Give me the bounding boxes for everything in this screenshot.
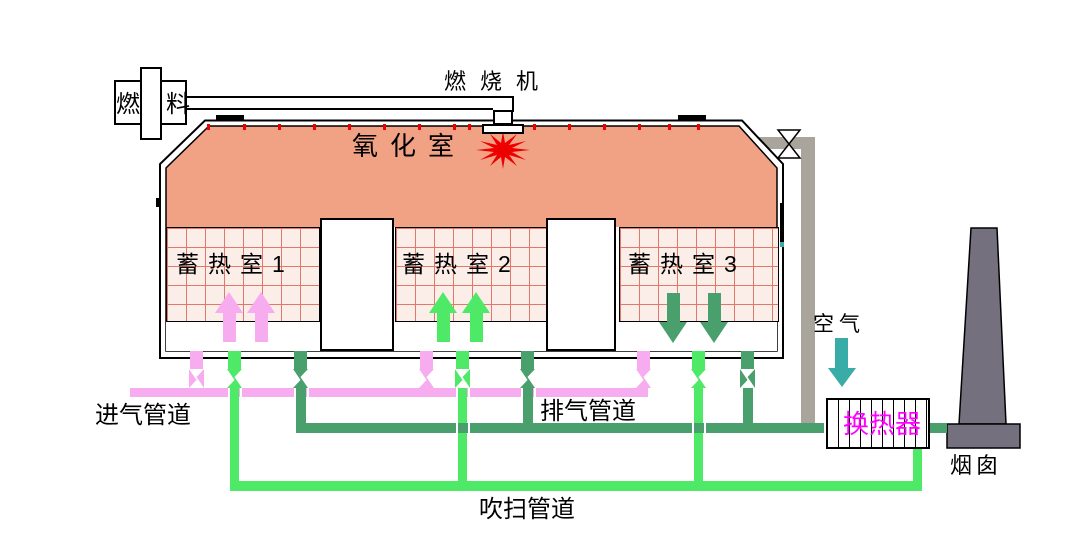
- intake-header-pipe: [130, 388, 648, 397]
- wall-detail: [780, 242, 784, 247]
- regenerator-2-exhaust-valve: [520, 369, 535, 388]
- crossing-gap: [455, 387, 458, 398]
- crossing-gap: [691, 422, 694, 434]
- regenerator-1-label: 蓄热室1: [176, 251, 294, 277]
- crossing-gap: [467, 422, 470, 434]
- roof-tick: [243, 124, 246, 130]
- regenerator-1-flow-arrow: [247, 292, 275, 342]
- roof-tick: [278, 124, 281, 130]
- fuel-pipe-line: [187, 96, 514, 98]
- wall-detail: [156, 198, 159, 207]
- burner-label: 燃烧机: [444, 69, 553, 94]
- burner-flame: [476, 131, 530, 169]
- regenerator-2-purge-valve: [455, 369, 470, 388]
- exhaust-drop-3: [743, 388, 753, 423]
- exhaust-drop-1: [296, 388, 306, 423]
- crossing-gap: [533, 387, 536, 398]
- air-arrow-head: [828, 368, 856, 387]
- chimney-base: [946, 423, 1021, 449]
- roof-tick: [568, 124, 571, 130]
- oxidation-chamber-label: 氧化室: [352, 131, 467, 161]
- burner-body: [493, 110, 513, 125]
- roof-hatch-right: [678, 115, 706, 120]
- burner-flange: [482, 124, 524, 134]
- purge-riser-3: [694, 388, 703, 491]
- intake-pipe-label: 进气管道: [95, 402, 191, 429]
- roof-tick: [418, 124, 421, 130]
- regenerator-1-exhaust-valve: [293, 369, 308, 388]
- regenerator-3-purge-valve: [691, 369, 706, 388]
- regenerator-3-flow-arrow: [700, 293, 728, 343]
- regenerator-3-label: 蓄热室3: [628, 251, 746, 277]
- regenerator-2-intake-valve: [419, 369, 434, 388]
- roof-tick: [453, 124, 456, 130]
- divider-column-2: [546, 218, 616, 351]
- roof-tick: [697, 124, 700, 130]
- air-arrow-shaft: [835, 338, 848, 368]
- roof-tick: [668, 124, 671, 130]
- fuel-pipe-line: [187, 108, 493, 110]
- roof-tick: [468, 124, 471, 130]
- heat-exchanger-label: 换热器: [843, 409, 922, 439]
- regenerator-2-label: 蓄热室2: [402, 251, 520, 277]
- crossing-gap: [703, 422, 706, 434]
- roof-tick: [348, 124, 351, 130]
- chimney-body: [958, 227, 1007, 425]
- crossing-gap: [520, 387, 523, 398]
- roof-tick: [638, 124, 641, 130]
- exhaust-pipe-label: 排气管道: [540, 398, 636, 425]
- regenerator-2-flow-arrow: [429, 292, 457, 342]
- regenerator-3-exhaust-valve: [740, 369, 755, 388]
- regenerator-3-bed: [619, 227, 779, 322]
- exhaust-header-pipe: [296, 423, 824, 433]
- wall-detail: [780, 203, 782, 243]
- crossing-gap: [467, 387, 470, 398]
- crossing-gap: [306, 387, 309, 398]
- roof-tick: [313, 124, 316, 130]
- regenerator-2-flow-arrow: [462, 292, 490, 342]
- heat-exchanger-box: [826, 398, 930, 449]
- roof-tick: [207, 124, 210, 130]
- purge-riser-2: [458, 388, 467, 491]
- regenerator-1-intake-valve: [189, 369, 204, 388]
- fuel-pipe-line: [512, 96, 514, 112]
- regenerator-1-bed: [166, 227, 320, 322]
- regenerator-3-intake-valve: [636, 369, 651, 388]
- fuel-label: 燃料: [116, 91, 216, 118]
- regenerator-1-flow-arrow: [215, 292, 243, 342]
- chimney-label: 烟囱: [950, 453, 1003, 478]
- air-label: 空气: [813, 313, 865, 336]
- crossing-gap: [455, 422, 458, 434]
- purge-pipe-label: 吹扫管道: [479, 496, 575, 523]
- exhaust-drop-2: [523, 388, 533, 423]
- fuel-tank-vertical: [140, 67, 162, 140]
- crossing-gap: [293, 387, 296, 398]
- divider-column-1: [320, 218, 394, 351]
- roof-hatch-left: [216, 115, 244, 120]
- crossing-gap: [239, 387, 242, 398]
- bypass-pipe-vertical: [801, 137, 815, 433]
- regenerator-1-purge-valve: [227, 369, 242, 388]
- roof-tick: [383, 124, 386, 130]
- bypass-pipe-horizontal: [758, 137, 815, 149]
- hot-bypass-valve-icon: [776, 129, 802, 159]
- purge-hx-riser: [913, 449, 922, 482]
- roof-tick: [603, 124, 606, 130]
- roof-tick: [533, 124, 536, 130]
- purge-riser-1: [230, 388, 239, 491]
- exhaust-to-chimney-pipe: [930, 423, 947, 433]
- crossing-gap: [227, 387, 230, 398]
- regenerator-3-flow-arrow: [659, 293, 687, 343]
- purge-header-pipe: [230, 481, 922, 491]
